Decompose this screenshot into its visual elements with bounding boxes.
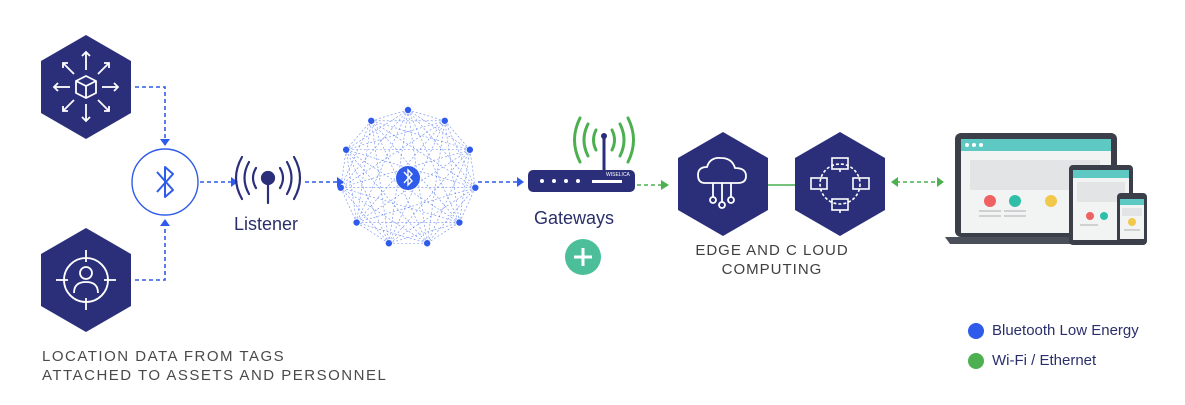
mesh-link <box>388 187 476 244</box>
edge-caption-line1: EDGE AND C LOUD <box>695 242 849 259</box>
mesh-link <box>426 187 476 244</box>
mesh-link <box>407 109 428 244</box>
legend-item-wifi: Wi-Fi / Ethernet <box>968 352 1096 369</box>
mesh-link <box>356 222 428 244</box>
router-icon: WISELICA <box>528 116 635 192</box>
ble-arrowheads <box>160 139 524 226</box>
mesh-node <box>353 219 360 226</box>
mesh-link <box>444 120 476 188</box>
mesh-link <box>426 149 471 244</box>
mesh-link <box>356 149 471 223</box>
mesh-link <box>444 120 460 223</box>
mesh-node <box>342 146 350 153</box>
mesh-link <box>371 109 409 122</box>
mesh-link <box>371 120 470 151</box>
mesh-link <box>356 120 372 223</box>
devices-icon <box>945 133 1147 245</box>
mesh-link <box>356 109 409 223</box>
listener-antenna-icon <box>234 155 302 205</box>
wifi-connectors <box>637 181 938 186</box>
mesh-link <box>340 187 460 223</box>
mesh-link <box>407 109 471 151</box>
mesh-node <box>337 184 344 191</box>
gateways-label: Gateways <box>534 208 615 228</box>
mesh-link <box>407 109 460 223</box>
mesh-link <box>426 120 446 244</box>
mesh-link <box>356 120 445 223</box>
mesh-link <box>469 149 476 188</box>
wifi-arrowheads <box>661 177 944 190</box>
mesh-link <box>356 187 476 223</box>
mesh-node <box>423 240 431 247</box>
mesh-link <box>370 120 390 244</box>
mesh-node <box>385 240 393 247</box>
mesh-node <box>456 219 463 226</box>
mesh-link <box>340 149 470 188</box>
mesh-link <box>340 120 372 188</box>
ble-connectors <box>135 86 518 281</box>
mesh-node <box>466 146 474 153</box>
bluetooth-node <box>131 148 199 216</box>
asset-box-icon <box>52 50 120 123</box>
personnel-target-icon <box>56 250 116 310</box>
network-icon <box>810 157 870 213</box>
legend-label-wifi: Wi-Fi / Ethernet <box>992 352 1097 369</box>
mesh-link <box>345 109 409 151</box>
mesh-link <box>346 120 445 151</box>
mesh-bluetooth-icon <box>403 168 413 187</box>
mesh-link <box>371 120 476 188</box>
mesh-link <box>356 222 390 244</box>
mesh-link <box>407 109 476 188</box>
mesh-link <box>371 120 460 223</box>
mesh-link <box>340 187 390 244</box>
mesh-link <box>388 149 471 244</box>
asset-hexagon <box>41 35 131 139</box>
edge-caption-line2: COMPUTING <box>721 261 823 278</box>
mesh-link <box>388 222 460 244</box>
source-caption: LOCATION DATA FROM TAGS ATTACHED TO ASSE… <box>42 347 387 385</box>
mesh-link <box>340 187 428 244</box>
connector-personnel-to-bt <box>135 225 166 281</box>
personnel-hexagon <box>41 228 131 332</box>
wifi-signal-icon <box>573 116 635 164</box>
legend-label-ble: Bluetooth Low Energy <box>992 322 1139 339</box>
edge-caption: EDGE AND C LOUD COMPUTING <box>672 241 872 279</box>
source-caption-line2: ATTACHED TO ASSETS AND PERSONNEL <box>42 367 388 384</box>
legend-dot-wifi <box>968 352 984 369</box>
source-caption-line1: LOCATION DATA FROM TAGS <box>42 348 286 365</box>
mesh-link <box>370 120 428 244</box>
plus-icon <box>565 239 601 275</box>
mesh-link <box>345 149 428 244</box>
mesh-node <box>368 117 375 124</box>
cloud-hexagon <box>795 132 885 236</box>
mesh-link <box>426 222 460 244</box>
mesh-node <box>472 184 479 191</box>
mesh-link <box>388 120 446 244</box>
listener-label: Listener <box>234 214 299 234</box>
bluetooth-icon <box>156 166 174 198</box>
mesh-network-icon <box>337 106 479 247</box>
edge-hexagon <box>678 132 768 236</box>
legend-item-ble: Bluetooth Low Energy <box>968 322 1139 339</box>
mesh-link <box>388 109 409 244</box>
mesh-link <box>340 120 445 188</box>
mesh-link <box>345 149 460 223</box>
mesh-node <box>404 106 412 114</box>
mesh-link <box>407 109 445 122</box>
legend-dot-ble <box>968 322 984 339</box>
mesh-link <box>340 109 409 188</box>
mesh-link <box>345 149 357 223</box>
cloud-icon <box>697 157 747 209</box>
mesh-link <box>459 149 471 223</box>
connector-asset-to-bt <box>135 86 166 140</box>
mesh-node <box>441 117 448 124</box>
mesh-link <box>346 149 476 188</box>
router-brand: WISELICA <box>606 172 631 178</box>
mesh-link <box>345 149 390 244</box>
